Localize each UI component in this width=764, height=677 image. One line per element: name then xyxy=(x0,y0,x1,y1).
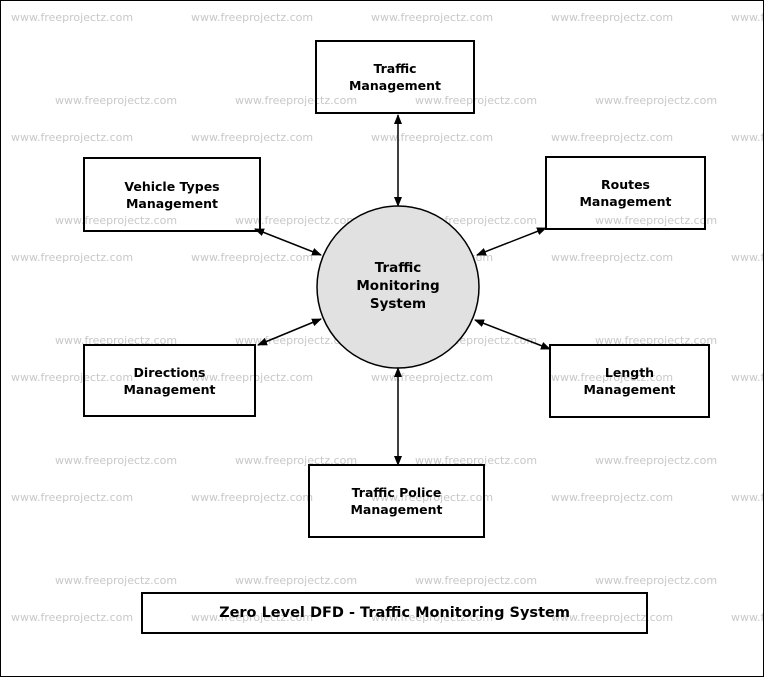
watermark-text: www.freeprojectz.com xyxy=(55,214,178,227)
watermark-text: www.freeprojectz.com xyxy=(415,94,538,107)
watermark-text: www.freeprojectz.com xyxy=(731,491,764,504)
process-label: Traffic Monitoring System xyxy=(356,260,440,312)
flow-arrow-vehicle-types xyxy=(254,228,322,256)
watermark-text: www.freeprojectz.com xyxy=(11,491,134,504)
watermark-text: www.freeprojectz.com xyxy=(551,491,674,504)
watermark-text: www.freeprojectz.com xyxy=(551,251,674,264)
watermark-text: www.freeprojectz.com xyxy=(55,454,178,467)
watermark-text: www.freeprojectz.com xyxy=(191,131,314,144)
entity-traffic-management: Traffic Management xyxy=(315,40,475,114)
watermark-text: www.freeprojectz.com xyxy=(55,94,178,107)
watermark-text: www.freeprojectz.com xyxy=(731,611,764,624)
watermark-text: www.freeprojectz.com xyxy=(55,574,178,587)
watermark-text: www.freeprojectz.com xyxy=(371,491,494,504)
watermark-text: www.freeprojectz.com xyxy=(235,94,358,107)
watermark-text: www.freeprojectz.com xyxy=(595,334,718,347)
flow-arrow-routes xyxy=(476,227,547,256)
watermark-text: www.freeprojectz.com xyxy=(731,251,764,264)
watermark-text: www.freeprojectz.com xyxy=(191,11,314,24)
entity-label: Traffic Police Management xyxy=(350,485,443,517)
flow-arrow-directions xyxy=(257,318,322,346)
watermark-text: www.freeprojectz.com xyxy=(371,611,494,624)
watermark-text: www.freeprojectz.com xyxy=(191,371,314,384)
entity-traffic-police-management: Traffic Police Management xyxy=(308,464,485,538)
watermark-text: www.freeprojectz.com xyxy=(595,214,718,227)
watermark-text: www.freeprojectz.com xyxy=(191,491,314,504)
flow-arrow-length xyxy=(474,319,551,350)
watermark-text: www.freeprojectz.com xyxy=(595,574,718,587)
entity-directions-management: Directions Management xyxy=(83,344,256,417)
entity-label: Directions Management xyxy=(123,364,216,397)
watermark-text: www.freeprojectz.com xyxy=(11,371,134,384)
entity-label: Length Management xyxy=(583,365,676,397)
watermark-text: www.freeprojectz.com xyxy=(235,454,358,467)
entity-routes-management: Routes Management xyxy=(545,156,706,230)
watermark-text: www.freeprojectz.com xyxy=(551,611,674,624)
entity-label: Routes Management xyxy=(579,177,672,209)
watermark-text: www.freeprojectz.com xyxy=(11,131,134,144)
watermark-text: www.freeprojectz.com xyxy=(191,611,314,624)
watermark-text: www.freeprojectz.com xyxy=(595,454,718,467)
watermark-text: www.freeprojectz.com xyxy=(11,11,134,24)
watermark-text: www.freeprojectz.com xyxy=(235,214,358,227)
watermark-text: www.freeprojectz.com xyxy=(551,131,674,144)
watermark-text: www.freeprojectz.com xyxy=(731,11,764,24)
watermark-text: www.freeprojectz.com xyxy=(551,11,674,24)
watermark-text: www.freeprojectz.com xyxy=(371,11,494,24)
entity-vehicle-types-management: Vehicle Types Management xyxy=(83,157,261,232)
watermark-text: www.freeprojectz.com xyxy=(551,371,674,384)
diagram-title: Zero Level DFD - Traffic Monitoring Syst… xyxy=(219,605,570,621)
watermark-text: www.freeprojectz.com xyxy=(415,574,538,587)
entity-label: Traffic Management xyxy=(348,61,441,93)
watermark-text: www.freeprojectz.com xyxy=(731,371,764,384)
watermark-text: www.freeprojectz.com xyxy=(11,251,134,264)
entity-label: Vehicle Types Management xyxy=(124,178,220,211)
watermark-text: www.freeprojectz.com xyxy=(415,454,538,467)
watermark-text: www.freeprojectz.com xyxy=(595,94,718,107)
watermark-text: www.freeprojectz.com xyxy=(55,334,178,347)
diagram-title-box: Zero Level DFD - Traffic Monitoring Syst… xyxy=(141,592,648,634)
entity-length-management: Length Management xyxy=(549,344,710,418)
watermark-text: www.freeprojectz.com xyxy=(235,574,358,587)
watermark-text: www.freeprojectz.com xyxy=(731,131,764,144)
watermark-text: www.freeprojectz.com xyxy=(11,611,134,624)
